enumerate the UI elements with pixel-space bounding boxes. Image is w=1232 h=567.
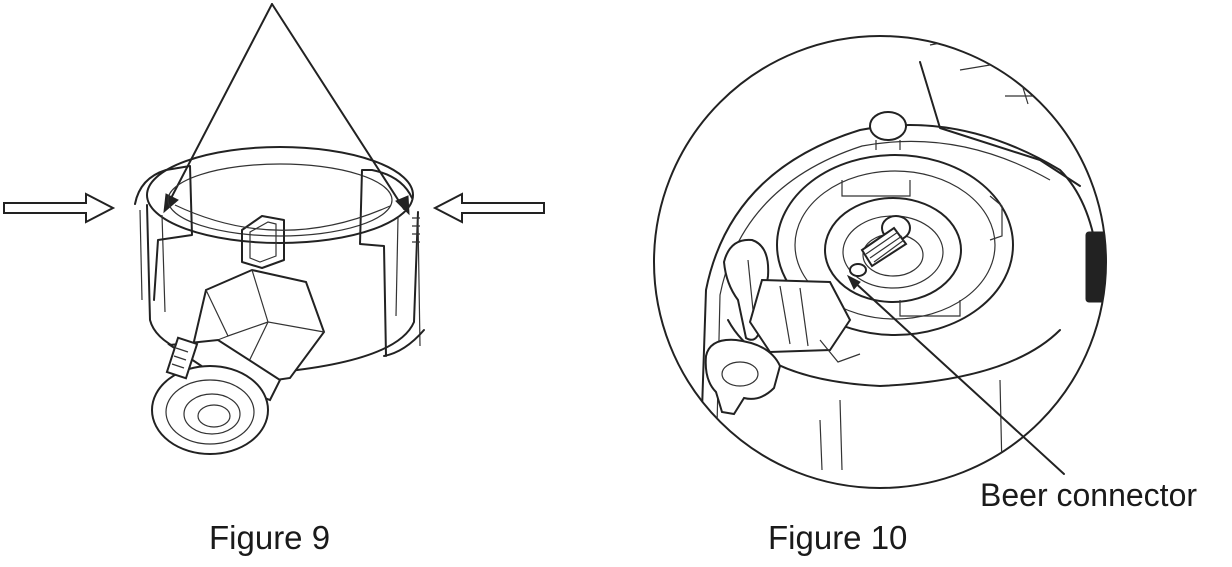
beer-connector-label: Beer connector (980, 477, 1198, 513)
side-grille (1085, 231, 1106, 303)
callout-leader (846, 274, 1065, 475)
right-press-arrow (432, 192, 545, 224)
figure-9-pointer-lines (163, 3, 410, 216)
beer-connector-part (849, 215, 911, 277)
tap-handle (704, 238, 861, 416)
left-press-arrow (3, 192, 116, 224)
figure-9-caption: Figure 9 (209, 519, 331, 556)
figure-9-drawing (3, 3, 545, 455)
figure-10-drawing (653, 35, 1107, 489)
figure-10-caption: Figure 10 (768, 519, 908, 556)
coupler-outlet (151, 268, 326, 455)
keg-detail (699, 36, 1106, 471)
